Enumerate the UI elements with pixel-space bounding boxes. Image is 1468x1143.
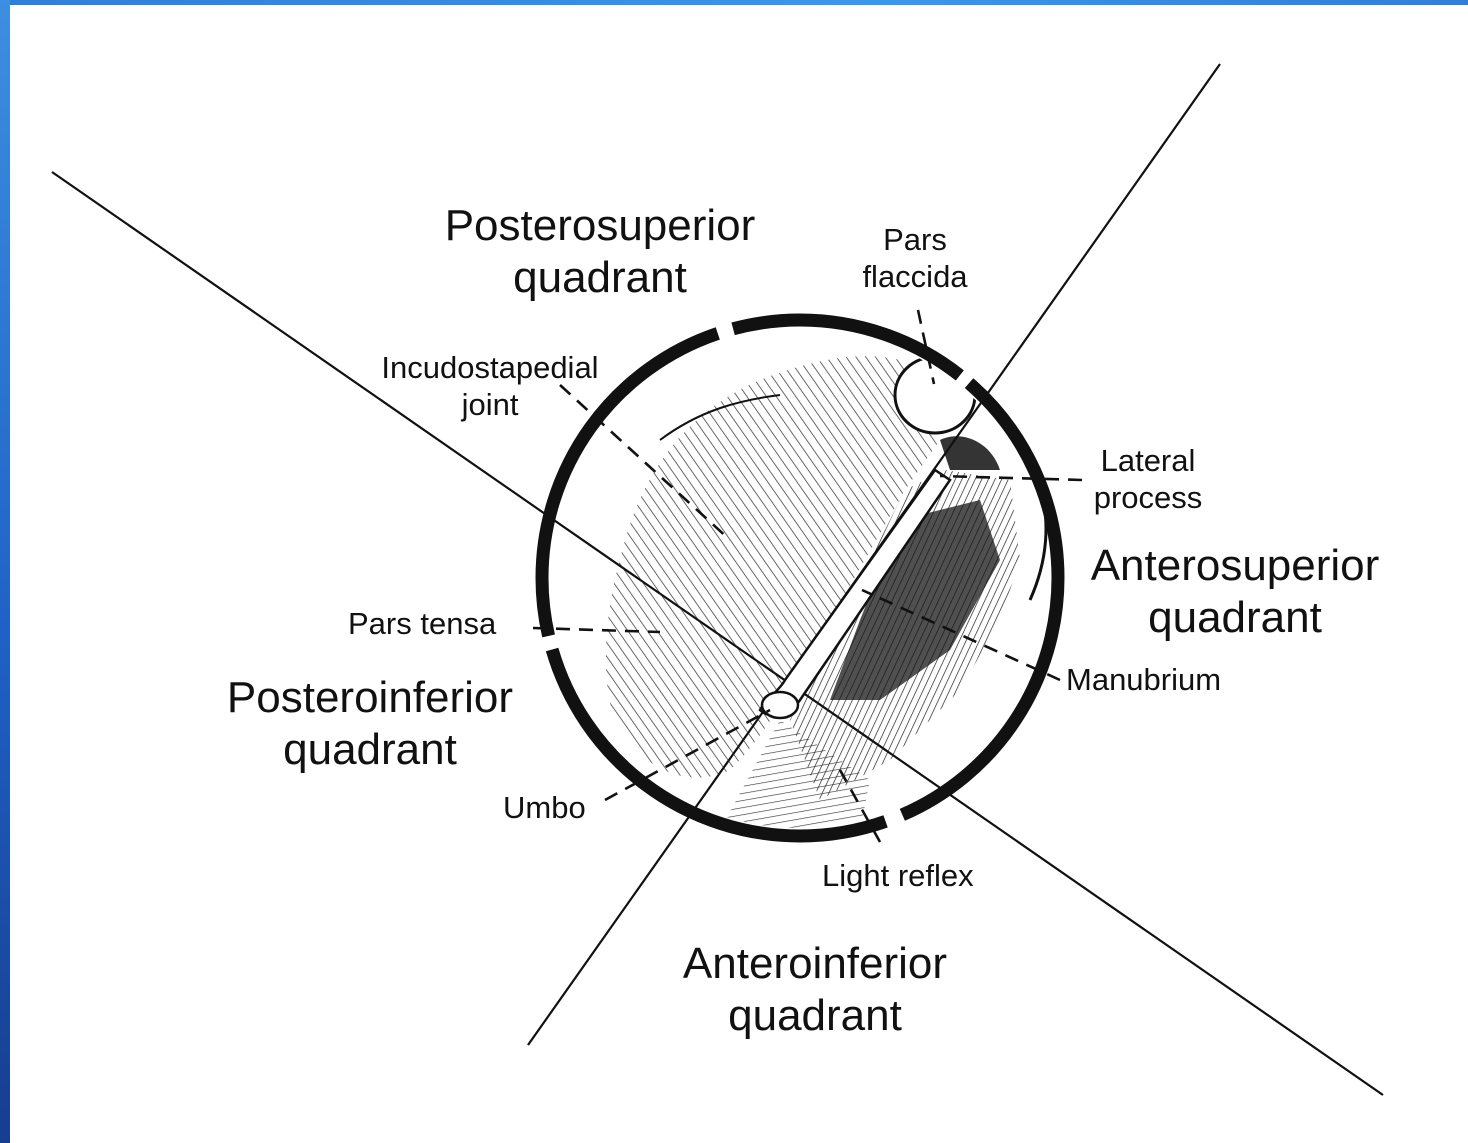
posteroinferior-quadrant-label: Posteroinferior quadrant <box>205 672 535 776</box>
manubrium-label: Manubrium <box>1066 662 1246 699</box>
lateral-process-label: Lateral process <box>1080 443 1216 516</box>
pars-flaccida-label: Pars flaccida <box>845 222 985 295</box>
lateral-process-line-1: Lateral <box>1080 443 1216 480</box>
pars-flaccida-line-1: Pars <box>845 222 985 259</box>
pars-flaccida-line-2: flaccida <box>845 259 985 296</box>
pars-tensa-region <box>606 356 1020 830</box>
incudostapedial-line-2: joint <box>360 387 620 424</box>
posterosuperior-quadrant-label: Posterosuperior quadrant <box>430 200 770 304</box>
posterosuperior-line-1: Posterosuperior <box>430 200 770 252</box>
incudostapedial-joint-label: Incudostapedial joint <box>360 350 620 423</box>
anteroinferior-quadrant-label: Anteroinferior quadrant <box>665 938 965 1042</box>
umbo-label: Umbo <box>503 790 603 827</box>
lateral-process-line-2: process <box>1080 480 1216 517</box>
anterosuperior-quadrant-label: Anterosuperior quadrant <box>1075 540 1395 644</box>
anteroinferior-line-1: Anteroinferior <box>665 938 965 990</box>
anterosuperior-line-1: Anterosuperior <box>1075 540 1395 592</box>
pars-tensa-label: Pars tensa <box>348 606 530 643</box>
incudostapedial-line-1: Incudostapedial <box>360 350 620 387</box>
posteroinferior-line-1: Posteroinferior <box>205 672 535 724</box>
umbo-shape <box>762 692 798 718</box>
posteroinferior-line-2: quadrant <box>205 724 535 776</box>
anterosuperior-line-2: quadrant <box>1075 592 1395 644</box>
light-reflex-label: Light reflex <box>822 858 1002 895</box>
anteroinferior-line-2: quadrant <box>665 990 965 1042</box>
posterosuperior-line-2: quadrant <box>430 252 770 304</box>
